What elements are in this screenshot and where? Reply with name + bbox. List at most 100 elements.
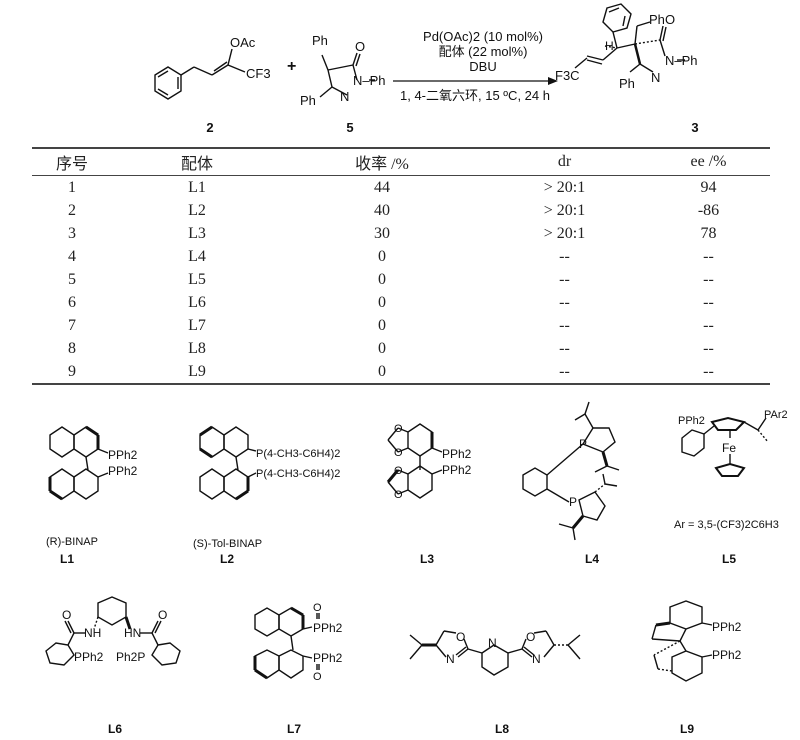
svg-text:O: O: [394, 423, 403, 435]
compound-3-label: 3: [691, 120, 699, 135]
svg-text:O: O: [394, 447, 403, 459]
o-label: O: [665, 12, 675, 27]
header-yield: 收率 /%: [355, 156, 409, 173]
ee-cell: --: [703, 247, 714, 265]
svg-text:N: N: [446, 652, 455, 666]
dr-cell: --: [559, 316, 570, 334]
n-label: N: [651, 70, 660, 85]
ligand-l8-label: L8: [495, 722, 510, 736]
yield-cell: 0: [378, 270, 386, 288]
header-dr: dr: [557, 153, 572, 170]
ligand-cell: L1: [188, 178, 206, 196]
ligand-cell: L8: [188, 339, 206, 357]
cf3-label: CF3: [246, 66, 271, 81]
compound-5-label: 5: [346, 120, 354, 135]
condition-base: DBU: [469, 59, 497, 74]
reactant-2-structure: OAc CF3: [154, 35, 271, 100]
yield-cell: 44: [374, 178, 390, 196]
svg-text:O: O: [394, 489, 403, 501]
p-tolyl-label: P(4-CH3-C6H4)2: [256, 448, 340, 460]
svg-text:O: O: [158, 608, 167, 622]
ligand-cell: L9: [188, 362, 206, 380]
ligand-l7-structure: O PPh2 PPh2 O: [253, 602, 343, 683]
ph2p-label: Ph2P: [116, 650, 145, 664]
entry-cell: 8: [68, 339, 76, 357]
pph2-label: PPh2: [313, 651, 343, 665]
ligand-l5-structure: PPh2 PAr2 Fe: [678, 409, 788, 477]
yield-cell: 40: [374, 201, 390, 219]
ph-label-2: Ph: [619, 76, 635, 91]
ligand-l3-label: L3: [420, 552, 435, 566]
o-label: O: [355, 39, 365, 54]
ee-cell: --: [703, 270, 714, 288]
ligand-l6-structure: O O NH HN PPh2 Ph2P: [45, 596, 181, 666]
ligand-cell: L7: [188, 316, 206, 334]
dr-cell: > 20:1: [543, 224, 586, 242]
dr-cell: --: [559, 362, 570, 380]
par2-label: PAr2: [764, 409, 788, 421]
nph-label: N–Ph: [665, 53, 698, 68]
svg-text:O: O: [62, 608, 71, 622]
entry-cell: 4: [68, 247, 76, 265]
yield-cell: 0: [378, 316, 386, 334]
p-tolyl-label: P(4-CH3-C6H4)2: [256, 468, 340, 480]
ligand-cell: L5: [188, 270, 206, 288]
oac-label: OAc: [230, 35, 256, 50]
ligand-l9-label: L9: [680, 722, 695, 736]
dr-cell: > 20:1: [543, 201, 586, 219]
yield-cell: 0: [378, 362, 386, 380]
reaction-conditions: Pd(OAc)2 (10 mol%) 配体 (22 mol%) DBU: [398, 29, 568, 74]
ee-cell: 78: [700, 224, 717, 242]
yield-cell: 30: [374, 224, 390, 242]
dr-cell: --: [559, 247, 570, 265]
condition-ligand: 配体 (22 mol%): [438, 44, 528, 59]
ligand-l1-label: L1: [60, 552, 75, 566]
ligand-l1-name: (R)-BINAP: [46, 536, 98, 548]
ligand-l2-label: L2: [220, 552, 235, 566]
f3c-label: F3C: [555, 68, 580, 83]
ligand-l1-structure: PPh2 PPh2: [48, 425, 138, 501]
ligand-l5-ar-note: Ar = 3,5-(CF3)2C6H3: [674, 519, 779, 531]
header-ee: ee /%: [690, 153, 727, 170]
svg-text:O: O: [526, 630, 535, 644]
pph2-label: PPh2: [74, 650, 104, 664]
table-header-row: 序号 配体 收率 /% dr ee /%: [32, 148, 770, 176]
ligand-cell: L2: [188, 201, 206, 219]
reaction-arrow: [393, 77, 558, 85]
pph2-label: PPh2: [712, 620, 742, 634]
ligand-l4-label: L4: [585, 552, 600, 566]
entry-cell: 7: [68, 316, 76, 334]
ligand-l3-structure: O O O O PPh2 PPh2: [386, 423, 472, 501]
pph2-label: PPh2: [712, 648, 742, 662]
ligand-l5-label: L5: [722, 552, 737, 566]
pph2-label: PPh2: [678, 415, 705, 427]
dr-cell: --: [559, 339, 570, 357]
p-label: P: [569, 495, 577, 509]
reactant-5-structure: Ph O N–Ph Ph N: [300, 33, 386, 108]
ligand-l8-structure: O N N N O: [409, 630, 581, 676]
svg-text:O: O: [313, 671, 322, 683]
ligand-l7-label: L7: [287, 722, 302, 736]
svg-text:N: N: [488, 636, 497, 650]
yield-cell: 0: [378, 293, 386, 311]
ee-cell: --: [703, 362, 714, 380]
entry-cell: 6: [68, 293, 76, 311]
p-label: P: [579, 437, 587, 451]
svg-text:O: O: [394, 465, 403, 477]
h-label: H: [605, 39, 614, 53]
entry-cell: 2: [68, 201, 76, 219]
dr-cell: > 20:1: [543, 178, 586, 196]
plus-sign: +: [287, 58, 297, 75]
ligand-cell: L3: [188, 224, 206, 242]
condition-solvent-temp-time: 1, 4-二氧六环, 15 ºC, 24 h: [400, 88, 550, 103]
dr-cell: --: [559, 270, 570, 288]
pph2-label: PPh2: [108, 464, 138, 478]
ee-cell: -86: [697, 201, 720, 219]
